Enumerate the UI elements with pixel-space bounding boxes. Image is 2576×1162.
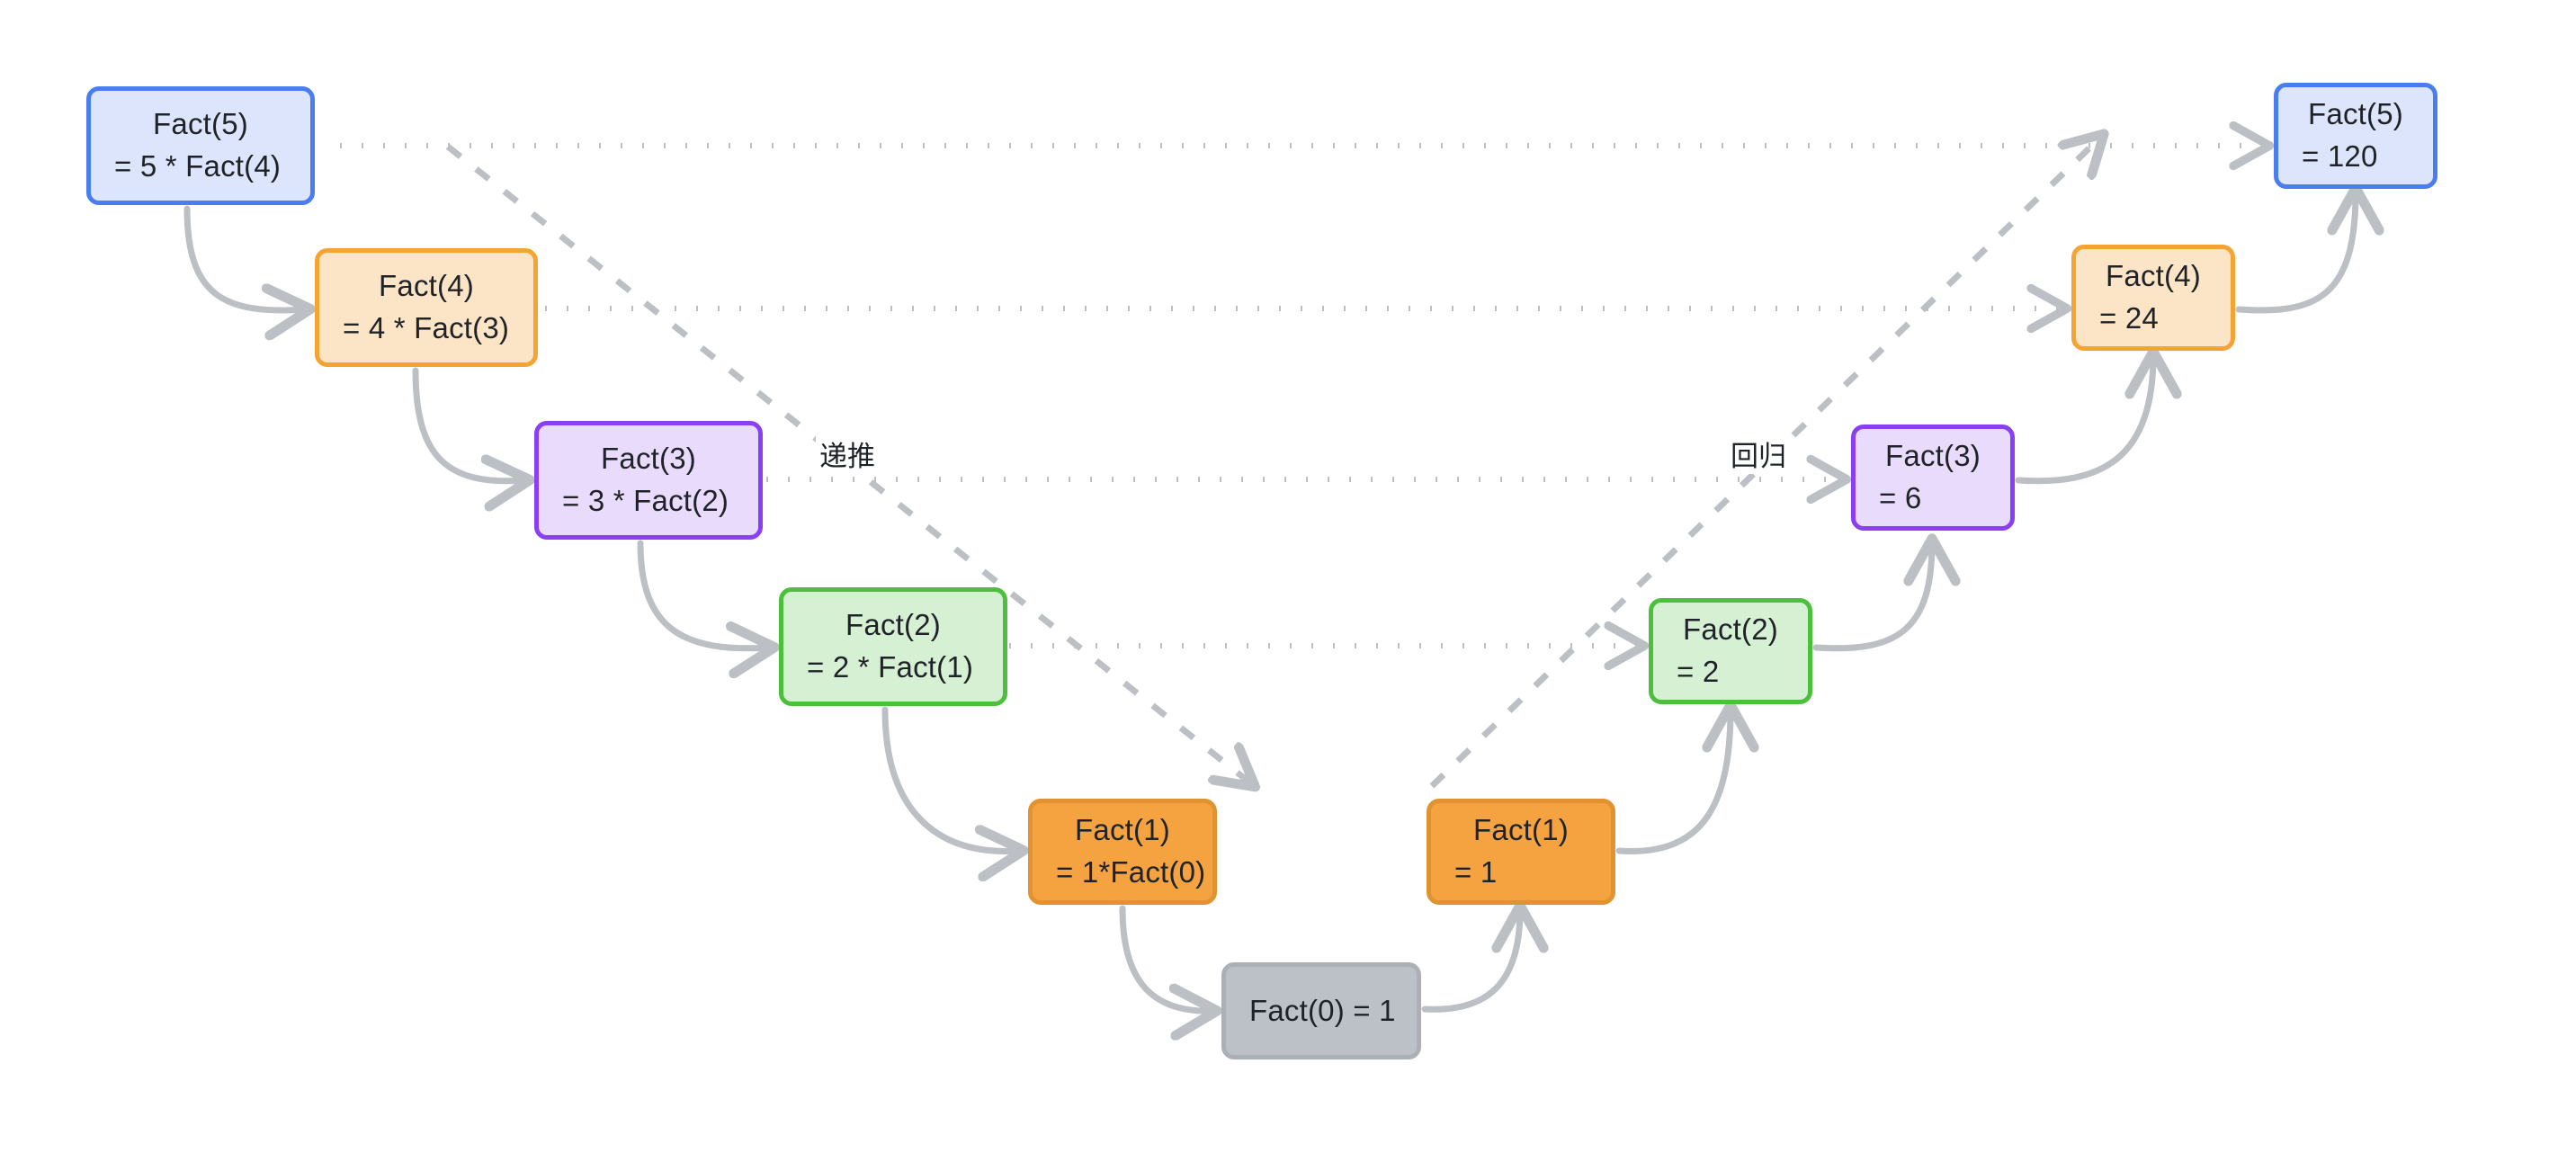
node-descend-fact2[interactable]: Fact(2) = 2 * Fact(1) — [779, 587, 1007, 706]
label-ascend-phase: 回归 — [1727, 434, 1790, 474]
label-descend-phase: 递推 — [816, 434, 879, 474]
node-descend-fact1[interactable]: Fact(1) = 1*Fact(0) — [1028, 799, 1217, 905]
node-line-1: Fact(5) — [153, 107, 248, 141]
curve-d2-d1 — [881, 706, 1019, 851]
node-descend-fact5[interactable]: Fact(5) = 5 * Fact(4) — [86, 86, 315, 205]
curve-d4-d3 — [412, 367, 525, 481]
curve-d3-d2 — [637, 540, 770, 648]
node-ascend-fact4[interactable]: Fact(4) = 24 — [2071, 245, 2235, 351]
node-line-1: Fact(5) — [2308, 97, 2403, 131]
node-line-2: = 24 — [2099, 301, 2159, 335]
node-ascend-fact5[interactable]: Fact(5) = 120 — [2274, 83, 2437, 189]
level-link-lines — [340, 146, 2266, 646]
node-descend-fact4[interactable]: Fact(4) = 4 * Fact(3) — [315, 248, 538, 367]
curve-b0-a1 — [1421, 910, 1520, 1013]
curve-d1-b0 — [1119, 905, 1212, 1011]
node-line-1: Fact(3) — [601, 442, 696, 476]
node-line-1: Fact(4) — [379, 269, 474, 303]
node-line-2: = 6 — [1879, 481, 1922, 514]
node-line-2: = 120 — [2302, 139, 2378, 173]
node-ascend-fact1[interactable]: Fact(1) = 1 — [1427, 799, 1615, 905]
node-line-1: Fact(1) — [1075, 813, 1170, 847]
node-line-2: = 3 * Fact(2) — [562, 484, 729, 517]
curve-d5-d4 — [183, 205, 306, 310]
node-line-2: = 2 — [1677, 655, 1720, 688]
curve-a1-a2 — [1615, 710, 1731, 854]
node-line-2: = 4 * Fact(3) — [343, 311, 510, 344]
curve-a2-a3 — [1812, 543, 1932, 652]
node-ascend-fact2[interactable]: Fact(2) = 2 — [1649, 598, 1812, 704]
node-line-1: Fact(1) — [1473, 813, 1569, 847]
node-line-2: = 2 * Fact(1) — [807, 650, 974, 684]
node-line-1: Fact(0) = 1 — [1249, 993, 1396, 1027]
curve-a4-a5 — [2235, 192, 2356, 314]
node-line-2: = 5 * Fact(4) — [114, 149, 282, 183]
node-line-2: = 1*Fact(0) — [1056, 855, 1206, 889]
node-ascend-fact3[interactable]: Fact(3) = 6 — [1851, 425, 2015, 531]
node-line-1: Fact(3) — [1885, 439, 1981, 473]
node-line-1: Fact(4) — [2106, 259, 2201, 293]
curve-a3-a4 — [2015, 356, 2153, 485]
node-base-fact0[interactable]: Fact(0) = 1 — [1221, 962, 1421, 1059]
node-line-2: = 1 — [1454, 855, 1498, 889]
node-line-1: Fact(2) — [845, 608, 941, 642]
node-descend-fact3[interactable]: Fact(3) = 3 * Fact(2) — [534, 421, 763, 540]
node-line-1: Fact(2) — [1683, 612, 1778, 647]
